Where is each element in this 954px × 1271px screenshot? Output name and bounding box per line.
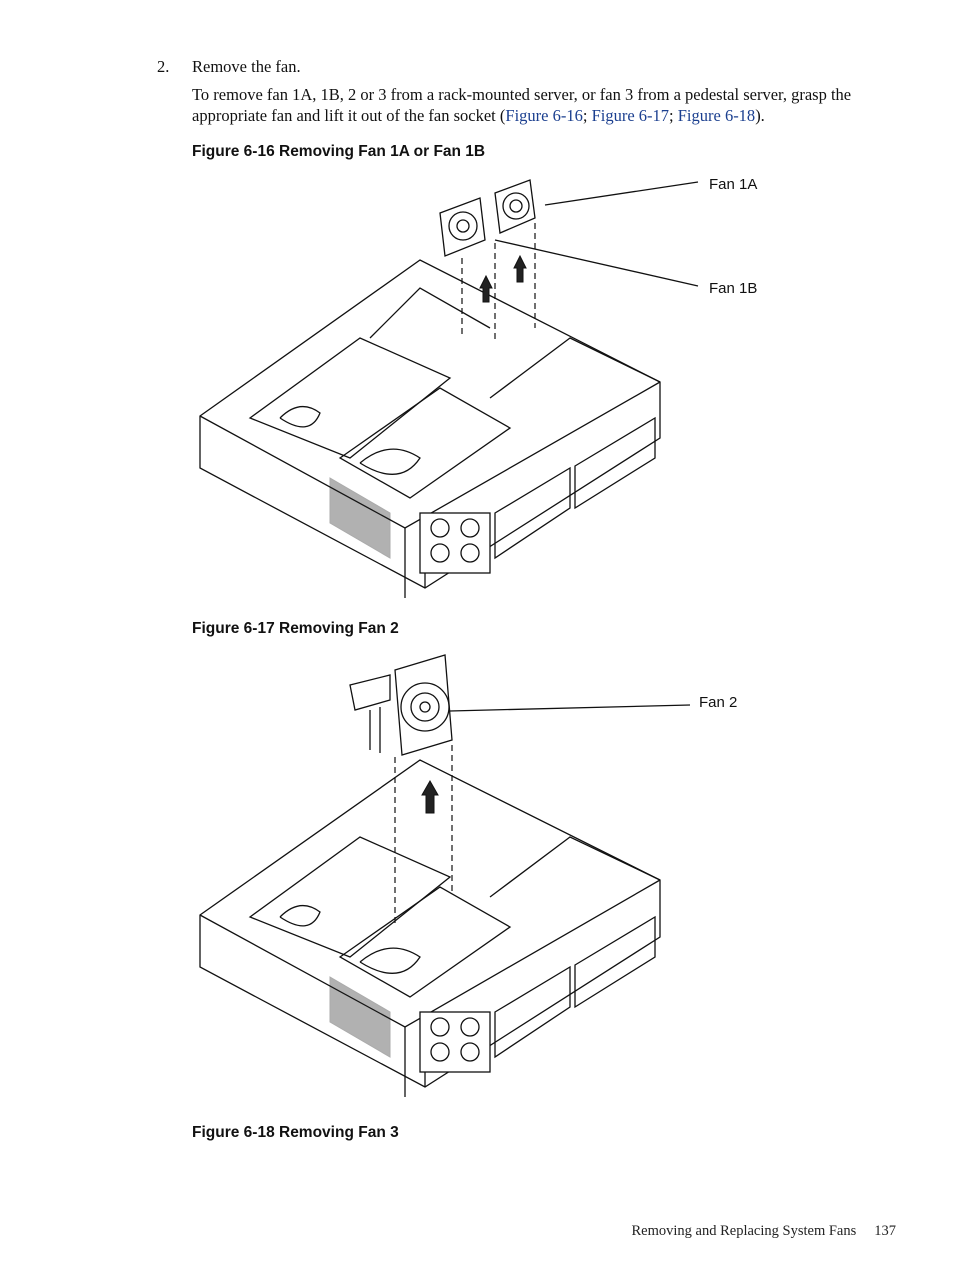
fan-1a-callout: Fan 1A (709, 176, 757, 193)
step-number: 2. (157, 57, 170, 76)
server-chassis-drawing (199, 259, 661, 598)
paragraph-text: To remove fan 1A, 1B, 2 or 3 from a rack… (192, 85, 852, 125)
fan-2-drawing (349, 654, 453, 756)
figure-caption: Figure 6-17 Removing Fan 2 (192, 620, 399, 637)
fan-2-illustration: Fan 2 (199, 654, 737, 1097)
fan-1b-callout: Fan 1B (709, 280, 757, 297)
figure-caption: Figure 6-18 Removing Fan 3 (192, 1124, 399, 1141)
fan-1a-drawing (494, 179, 536, 234)
paragraph-text: ). (755, 106, 765, 125)
paragraph-separator: ; (582, 106, 592, 125)
fan-1b-drawing (439, 197, 486, 257)
up-arrow-icon (513, 254, 527, 283)
instruction-paragraph: To remove fan 1A, 1B, 2 or 3 from a rack… (192, 84, 912, 126)
figure-6-18-link[interactable]: Figure 6-18 (677, 106, 756, 125)
figure-6-16-link[interactable]: Figure 6-16 (505, 106, 583, 125)
page-number: 137 (874, 1223, 896, 1239)
server-chassis-drawing (199, 759, 661, 1097)
figure-caption: Figure 6-16 Removing Fan 1A or Fan 1B (192, 143, 486, 160)
paragraph-separator: ; (669, 106, 678, 125)
page-footer: Removing and Replacing System Fans 137 (632, 1223, 896, 1240)
up-arrow-icon (479, 274, 493, 303)
step-title: Remove the fan. (192, 57, 301, 76)
up-arrow-icon (421, 779, 439, 814)
fan-2-callout: Fan 2 (699, 694, 737, 711)
footer-section-title: Removing and Replacing System Fans (631, 1223, 857, 1239)
figure-6-17-link[interactable]: Figure 6-17 (591, 106, 670, 125)
fan-1a-1b-illustration: Fan 1A Fan 1B (199, 176, 757, 598)
